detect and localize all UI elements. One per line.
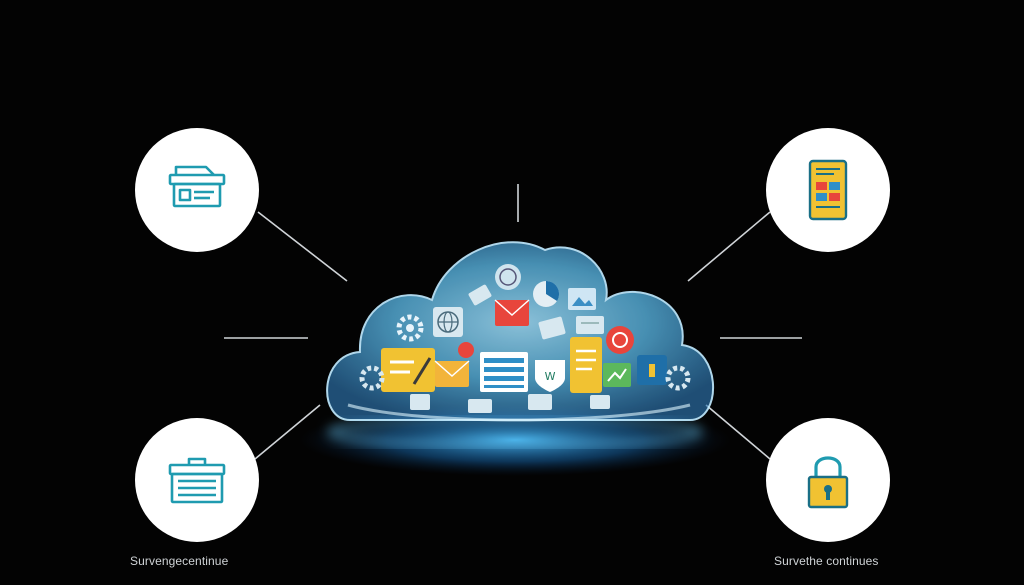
- document-icon: [381, 348, 435, 392]
- connector-lines: [224, 184, 802, 460]
- cloud-icons: W: [359, 264, 691, 413]
- node-bottom-left: [135, 418, 259, 542]
- target-icon: [606, 326, 634, 354]
- folder-icon: [528, 394, 552, 410]
- svg-text:W: W: [545, 370, 556, 383]
- briefcase-icon: [168, 457, 226, 504]
- shield-icon: W: [535, 360, 565, 392]
- image-icon: [458, 342, 474, 358]
- node-bottom-right: [766, 418, 890, 542]
- folder-icon: [468, 399, 492, 413]
- home-icon: [637, 355, 667, 385]
- connector-top-right: [687, 211, 771, 282]
- gear-icon: [665, 365, 691, 391]
- document-icon: [570, 337, 602, 393]
- chart-icon: [533, 280, 560, 307]
- mail-icon: [494, 299, 530, 326]
- cloud-shape: [326, 241, 714, 422]
- caption-left: Survengecentinue: [130, 554, 229, 568]
- globe-icon: [433, 307, 463, 337]
- spreadsheet-icon: [480, 352, 528, 392]
- folder-icon: [410, 394, 430, 410]
- folder-icon: [590, 395, 610, 409]
- folder-icon: [576, 316, 604, 334]
- padlock-icon: [807, 456, 849, 509]
- image-icon: [538, 316, 566, 340]
- browser-window-icon: [168, 165, 226, 208]
- image-icon: [568, 288, 596, 310]
- tablet-dashboard-icon: [808, 159, 848, 221]
- node-top-left: [135, 128, 259, 252]
- node-top-right: [766, 128, 890, 252]
- folder-icon: [468, 284, 492, 306]
- mail-icon: [434, 360, 470, 387]
- gear-icon: [396, 314, 424, 342]
- caption-right: Survethe continues: [774, 554, 879, 568]
- chart-icon: [603, 363, 631, 387]
- connector-bottom-left: [254, 404, 321, 460]
- connector-bottom-right: [705, 404, 771, 460]
- connector-top-left: [257, 211, 348, 282]
- target-icon: [495, 264, 521, 290]
- gear-icon: [359, 365, 385, 391]
